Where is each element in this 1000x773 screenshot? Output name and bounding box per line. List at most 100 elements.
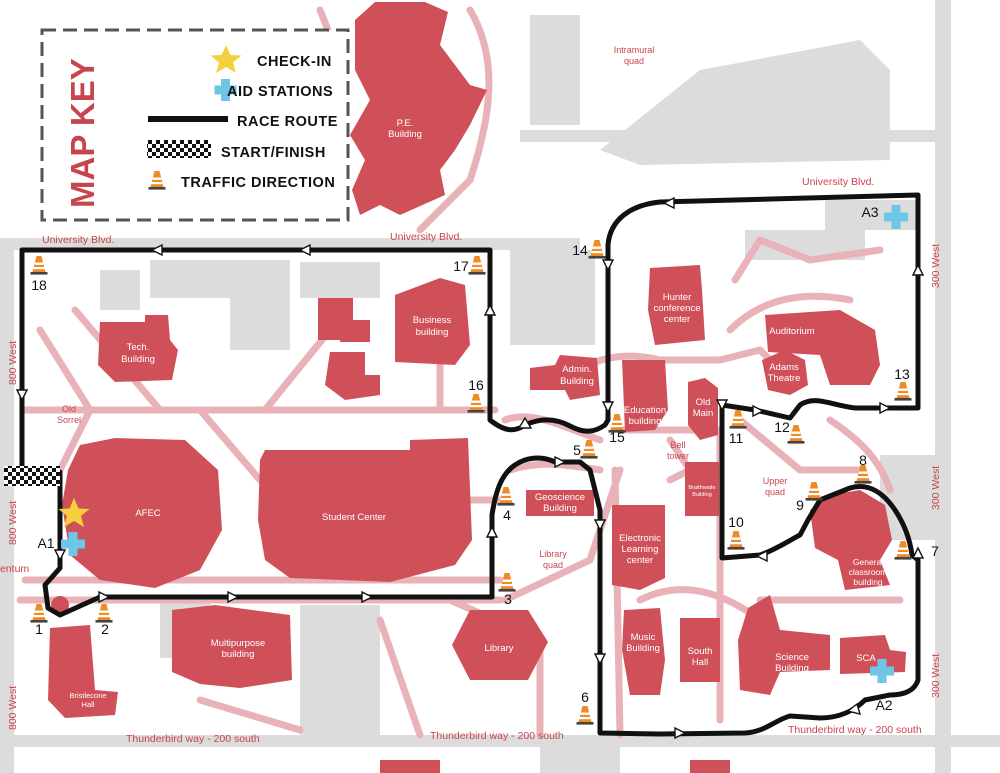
parking-lot [300,262,380,298]
traffic-cone-icon [580,440,598,459]
checkpoint-12: 12 [774,419,790,435]
route-arrow-down [53,549,67,562]
map-key-box [40,28,350,222]
map-key-label: TRAFFIC DIRECTION [181,175,335,191]
cross-icon [214,79,237,101]
traffic-cone-icon [894,382,912,401]
electronic-learning-center [612,505,665,590]
west-300-road [935,0,951,773]
map-key-title: MAP KEY [64,58,101,208]
checkpoint-5: 5 [573,442,581,458]
route-arrow-down [593,653,607,666]
parking-lot [540,740,620,773]
route-arrow-east [98,590,111,604]
parking-lot [530,15,580,125]
student-center [258,438,472,582]
traffic-cone-icon [787,425,805,444]
hunter-conference-center [648,265,705,345]
parking-lot [100,270,140,310]
map-key-label: CHECK-IN [257,54,332,70]
west-800-road [0,238,14,773]
university-blvd-label: University Blvd. [390,231,462,243]
checkpoint-2: 2 [101,621,109,637]
university-blvd-road [0,238,580,250]
braithwaite-building [685,462,719,516]
checkpoint-16: 16 [468,377,484,393]
west-800-label: 800 West [7,501,19,545]
route-arrow-down [715,399,729,412]
route-arrow-up [911,546,925,559]
walkway [826,416,894,494]
traffic-cone-icon [467,394,485,413]
route-arrow-east [361,590,374,604]
route-arrow-west [298,243,311,257]
checkpoint-17: 17 [453,258,469,274]
education-building [622,360,668,432]
student-center-label: Student Center [322,512,386,523]
check-in-star [58,498,90,527]
route-arrow-east [554,455,567,469]
route-arrows [15,196,925,740]
university-blvd-label: University Blvd. [802,176,874,188]
thunderbird-way-label: Thunderbird way - 200 south [430,730,564,742]
bristlecone-hall [48,625,118,718]
auditorium-label: Auditorium [769,326,814,337]
checkpoint-1: 1 [35,621,43,637]
route-arrow-up [483,303,497,316]
map-key-label: START/FINISH [221,145,326,161]
checkpoint-14: 14 [572,242,588,258]
route-arrow-east [752,404,765,418]
afec [62,438,222,588]
aid-station-a2-label: A2 [875,697,892,713]
traffic-cone-icon [576,706,594,725]
aid-station-a1-label: A1 [37,535,54,551]
traffic-cone-icon [30,604,48,623]
thunderbird-way-road [0,735,1000,747]
checkpoint-10: 10 [728,514,744,530]
walkway [36,326,94,474]
building [380,760,440,773]
parking-lot [510,250,595,345]
music-building [622,608,665,695]
traffic-cone-icon [588,240,606,259]
checkpoint-6: 6 [581,689,589,705]
walkway [376,616,424,739]
business-building [395,278,470,365]
traffic-cone-icon [805,482,823,501]
route-arrow-down [601,259,615,272]
checkpoint-8: 8 [859,452,867,468]
walkway [416,6,493,234]
parking-lot [600,40,890,165]
route-arrow-east [674,726,687,740]
route-arrow-east [879,401,892,415]
thunderbird-way-label: Thunderbird way - 200 south [126,733,260,745]
afec-label: AFEC [135,508,160,519]
sca [840,635,906,674]
checkpoint-18: 18 [31,277,47,293]
route-arrow-west [846,702,862,715]
sca-label: SCA [856,653,876,664]
checkered-flag-icon [147,140,211,158]
map-key: MAP KEY CHECK-IN AID STATIONS RACE ROUTE… [40,28,350,222]
map-key-label: RACE ROUTE [237,114,338,130]
route-arrow-up [517,416,533,429]
route-arrow-up [485,525,499,538]
library [452,610,548,680]
start-finish-flag [4,466,60,486]
map-key-label: AID STATIONS [227,84,333,100]
walkway [636,586,764,624]
traffic-cone-icon [468,256,486,275]
geoscience-building [526,490,594,516]
route-arrow-east [227,590,240,604]
